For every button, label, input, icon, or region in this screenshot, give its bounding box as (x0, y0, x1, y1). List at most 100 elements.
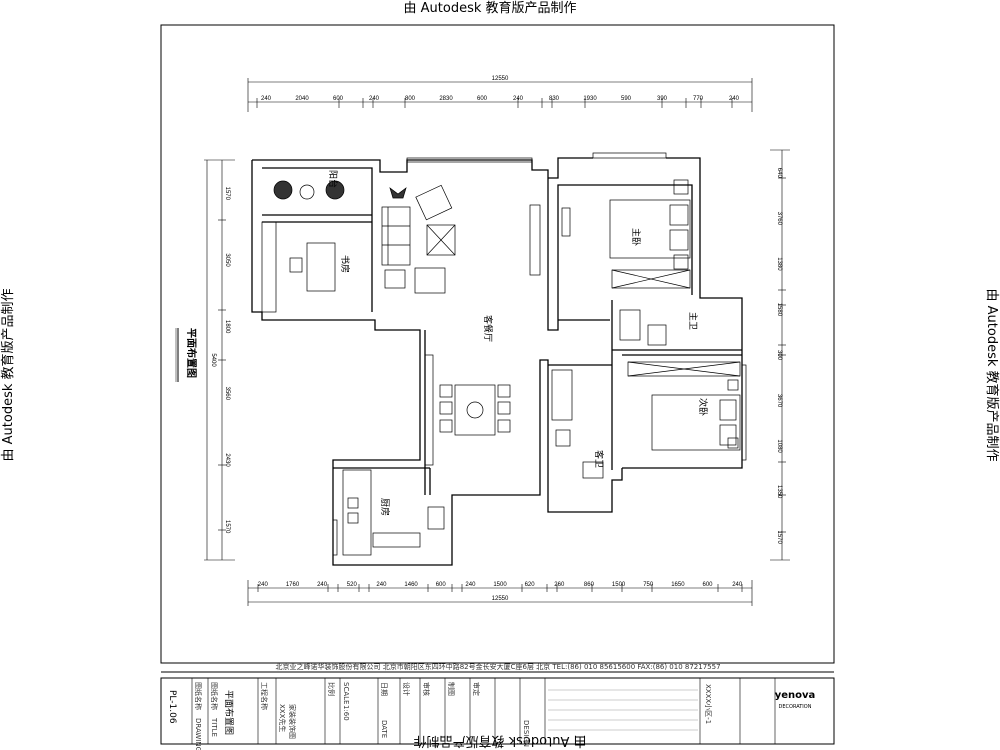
dimension-label: 260 (554, 582, 565, 588)
date-label-en: DATE (380, 720, 388, 738)
bottom-dimension-chain (247, 580, 753, 606)
scale-label: 比例 (327, 682, 336, 696)
dimension-label: 1930 (583, 96, 597, 102)
dimension-label: 1380 (776, 257, 782, 271)
room-label-balcony: 阳台 (327, 170, 339, 188)
fridge-icon (427, 506, 445, 530)
title-block (160, 671, 835, 745)
dimension-label: 3560 (224, 387, 230, 401)
side-table-icon (384, 269, 406, 289)
balcony-table-icon (299, 184, 315, 200)
nightstand-icon (727, 437, 739, 449)
kitchen-sink-counter-icon (372, 532, 421, 548)
room-label-master-bath: 主卫 (687, 312, 699, 330)
coffee-table-icon (426, 224, 456, 256)
dimension-label: 1500 (612, 582, 626, 588)
dimension-label: 240 (317, 582, 328, 588)
dimension-label: 3670 (776, 394, 782, 408)
dimension-label: 240 (258, 582, 269, 588)
plant-icon (389, 187, 407, 199)
top-dimension-chain (247, 78, 753, 112)
design-label-en: DESIGN (522, 720, 530, 747)
nightstand-icon (673, 254, 689, 270)
watermark-right: 由 Autodesk 教育版产品制作 (984, 289, 1000, 462)
room-label-study: 书房 (339, 255, 351, 273)
second-bed-icon (651, 394, 741, 451)
stove-icon (347, 497, 359, 509)
room-label-second-bedroom: 次卧 (697, 398, 709, 416)
armchair-icon (415, 184, 453, 221)
second-wardrobe-icon (627, 361, 741, 377)
dimension-label: 1570 (224, 187, 230, 201)
dimension-label: 3760 (776, 212, 782, 226)
sheet-number: PL-1.06 (167, 690, 177, 724)
dimension-label: 1760 (286, 582, 300, 588)
walls (251, 157, 743, 566)
balcony-chair-icon (325, 180, 345, 200)
dimension-label: 1080 (776, 439, 782, 453)
master-bath-toilet-icon (647, 324, 667, 346)
master-bath-vanity-icon (619, 309, 641, 341)
dimension-label: 390 (657, 96, 668, 102)
dimension-label: 2040 (295, 96, 309, 102)
dining-chair-icon (439, 401, 453, 415)
design-label: 设计 (402, 682, 411, 696)
dimension-label: 600 (702, 582, 713, 588)
dining-chair-icon (497, 384, 511, 398)
pillow-icon (719, 399, 737, 421)
date-label: 日期 (380, 682, 388, 696)
balcony-chair-icon (273, 180, 293, 200)
room-label-guest-bath: 客卫 (593, 450, 605, 468)
dimension-label: 2430 (224, 453, 230, 467)
sheet-label: 图纸名称 (194, 682, 203, 710)
dimension-label: 1500 (493, 582, 507, 588)
dimension-label: 1570 (224, 520, 230, 534)
drawn-label: 制图 (447, 682, 456, 696)
dimension-label: 600 (436, 582, 447, 588)
dining-table-icon (454, 384, 496, 436)
dimension-label: 1580 (776, 303, 782, 317)
company-logo-sub: DECORATION (779, 704, 812, 710)
dimension-label: 240 (369, 96, 380, 102)
dimension-label: 1800 (224, 320, 230, 334)
dimension-label: 770 (693, 96, 704, 102)
nightstand-icon (727, 379, 739, 391)
guest-bath-sink-icon (555, 429, 571, 447)
watermark-bottom: 由 Autodesk 教育版产品制作 (414, 733, 587, 749)
sheet-label-title: 图纸名称 (210, 682, 219, 710)
dimension-label: 1460 (404, 582, 418, 588)
dimension-label: 830 (549, 96, 560, 102)
dimension-label: 240 (376, 582, 387, 588)
study-chair-icon (289, 257, 303, 273)
scale-label-en: SCALE (342, 682, 350, 704)
dimension-label: 1350 (776, 485, 782, 499)
scale-value: 1:60 (342, 705, 350, 721)
study-desk-icon (306, 242, 336, 292)
dining-chair-icon (497, 401, 511, 415)
guest-bath-toilet-icon (582, 461, 604, 479)
sofa-icon (381, 206, 411, 266)
dimension-label: 240 (732, 582, 743, 588)
furniture (273, 179, 741, 556)
master-tv-icon (561, 207, 571, 237)
dimension-label: 300 (776, 350, 782, 361)
dimension-label: 2830 (439, 96, 453, 102)
nightstand-icon (673, 179, 689, 195)
dimension-label: 520 (347, 582, 358, 588)
drawing-title: 平面布置图 (185, 328, 198, 378)
dimension-label: 1650 (671, 582, 685, 588)
dimension-label: 620 (525, 582, 536, 588)
sheet-label-title-en: TITLE (210, 717, 218, 737)
stove-icon (347, 512, 359, 524)
room-label-living-dining: 客餐厅 (482, 315, 494, 342)
dining-chair-icon (439, 384, 453, 398)
entry-cabinet-icon (551, 369, 573, 421)
pillow-icon (669, 204, 689, 226)
dimension-label: 240 (729, 96, 740, 102)
company-line: 北京业之峰诺华装饰股份有限公司 北京市朝阳区东四环中路82号金长安大厦C座6层 … (275, 662, 720, 671)
dimension-label: 860 (584, 582, 595, 588)
dimension-label: 3050 (224, 253, 230, 267)
dimension-label: 600 (333, 96, 344, 102)
